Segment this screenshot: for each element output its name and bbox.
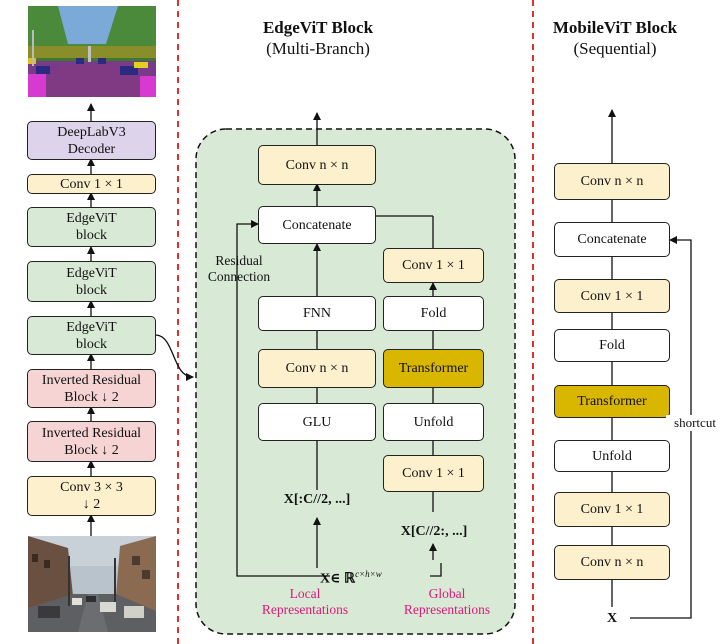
mobilevit-unfold-box: Unfold <box>554 440 670 472</box>
mobilevit-conv-nxn-top-box: Conv n × n <box>554 163 670 200</box>
conv3x3-box: Conv 3 × 3 ↓ 2 <box>27 476 156 516</box>
conv1x1-box: Conv 1 × 1 <box>27 174 156 194</box>
deeplabv3-decoder-box: DeepLabV3 Decoder <box>27 121 156 160</box>
edgevit-conv-nxn-top-box: Conv n × n <box>258 145 376 185</box>
edgevit-subtitle: (Multi-Branch) <box>266 39 370 58</box>
mobilevit-subtitle: (Sequential) <box>573 39 657 58</box>
mobilevit-input-label: X <box>606 611 618 626</box>
mobilevit-title: MobileViT Block <box>552 18 678 37</box>
segmentation-map-icon <box>28 6 156 97</box>
edgevit-block-box-2: EdgeViT block <box>27 261 156 302</box>
inverted-residual-box-1: Inverted Residual Block ↓ 2 <box>27 369 156 408</box>
street-input-image <box>28 536 156 632</box>
local-split-label: X[:C//2, ...] <box>283 492 351 507</box>
inverted-residual-box-2: Inverted Residual Block ↓ 2 <box>27 421 156 462</box>
edgevit-transformer-box: Transformer <box>383 349 484 388</box>
mobilevit-conv1x1-top-box: Conv 1 × 1 <box>554 279 670 313</box>
global-representations-label: Global Representations <box>403 586 491 617</box>
segmentation-output-image <box>28 6 156 97</box>
edgevit-conv-nxn-box: Conv n × n <box>258 349 376 388</box>
edgevit-block-box-3: EdgeViT block <box>27 316 156 355</box>
edgevit-concatenate-box: Concatenate <box>258 206 376 244</box>
edgevit-block-box-1: EdgeViT block <box>27 207 156 247</box>
residual-connection-label: Residual Connection <box>207 253 271 284</box>
edgevit-fnn-box: FNN <box>258 296 376 331</box>
local-representations-label: Local Representations <box>261 586 349 617</box>
edgevit-conv1x1-bottom-box: Conv 1 × 1 <box>383 455 484 492</box>
edgevit-glu-box: GLU <box>258 403 376 441</box>
mobilevit-transformer-box: Transformer <box>554 385 670 418</box>
mobilevit-conv1x1-bottom-box: Conv 1 × 1 <box>554 492 670 527</box>
shortcut-label: shortcut <box>666 415 724 431</box>
edgevit-title: EdgeViT Block <box>262 18 374 37</box>
mobilevit-concatenate-box: Concatenate <box>554 222 670 257</box>
edgevit-fold-box: Fold <box>383 296 484 331</box>
street-photo-icon <box>28 536 156 632</box>
edgevit-conv1x1-top-box: Conv 1 × 1 <box>383 248 484 283</box>
mobilevit-fold-box: Fold <box>554 329 670 362</box>
edgevit-input-label: X∈ ℝc×h×w <box>320 569 382 587</box>
global-split-label: X[C//2:, ...] <box>400 524 468 539</box>
mobilevit-conv-nxn-bottom-box: Conv n × n <box>554 545 670 580</box>
edgevit-unfold-box: Unfold <box>383 403 484 441</box>
